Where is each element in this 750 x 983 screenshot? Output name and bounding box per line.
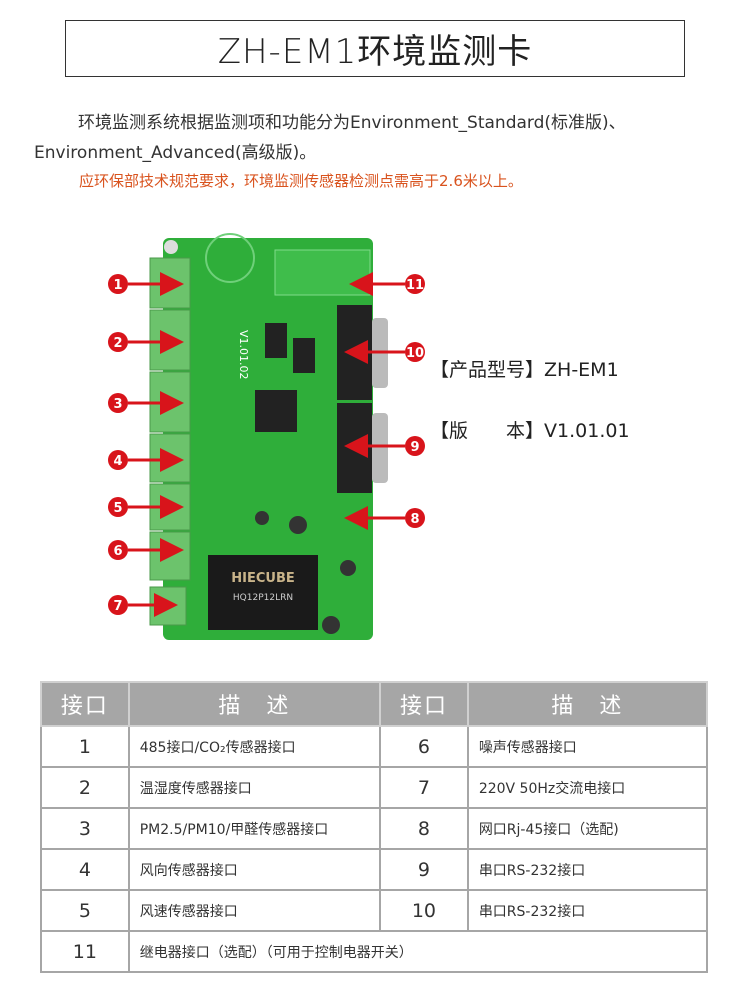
port-number: 8 — [379, 807, 469, 850]
version-info: 【版 本】V1.01.01 — [430, 416, 630, 443]
version-label: 【版 本】 — [430, 420, 545, 442]
svg-text:11: 11 — [406, 278, 424, 293]
svg-text:6: 6 — [113, 544, 122, 559]
svg-text:4: 4 — [113, 454, 122, 469]
version-value: V1.01.01 — [544, 420, 630, 442]
callout-9: 9 — [344, 434, 425, 458]
port-number: 7 — [379, 766, 469, 809]
requirement-note: 应环保部技术规范要求，环境监测传感器检测点需高于2.6米以上。 — [79, 172, 523, 190]
power-module — [208, 555, 318, 630]
callout-3: 3 — [108, 391, 184, 415]
callout-4: 4 — [108, 448, 184, 472]
db9-connectors — [337, 305, 388, 493]
port-number: 11 — [40, 930, 130, 973]
svg-text:3: 3 — [113, 397, 122, 412]
svg-text:HIECUBE: HIECUBE — [231, 571, 294, 586]
svg-text:2: 2 — [113, 336, 122, 351]
callout-11: 11 — [349, 272, 425, 296]
intro-text: 环境监测系统根据监测项和功能分为Environment_Standard(标准版… — [34, 113, 626, 163]
callout-8: 8 — [344, 506, 425, 530]
callout-7: 7 — [108, 593, 178, 617]
port-description: 网口Rj-45接口（选配) — [466, 807, 709, 850]
port-number: 9 — [379, 848, 469, 891]
port-number: 3 — [40, 807, 130, 850]
port-description: PM2.5/PM10/甲醛传感器接口 — [127, 807, 382, 850]
model-label: 【产品型号】 — [430, 359, 545, 381]
port-number: 10 — [379, 889, 469, 932]
port-number: 1 — [40, 725, 130, 768]
mcu-chip — [255, 390, 297, 432]
svg-text:1: 1 — [113, 278, 122, 293]
port-description: 风速传感器接口 — [127, 889, 382, 932]
header-port: 接口 — [40, 681, 130, 727]
table-header: 接口 描 述 接口 描 述 — [40, 681, 709, 727]
callout-1: 1 — [108, 272, 184, 296]
port-number: 2 — [40, 766, 130, 809]
port-number: 4 — [40, 848, 130, 891]
svg-text:5: 5 — [113, 501, 122, 516]
svg-text:9: 9 — [410, 440, 419, 455]
svg-text:V1.01.02: V1.01.02 — [237, 330, 250, 380]
port-description: 噪声传感器接口 — [466, 725, 709, 768]
header-port: 接口 — [379, 681, 469, 727]
terminal-blocks — [149, 257, 191, 626]
port-description: 220V 50Hz交流电接口 — [466, 766, 709, 809]
port-description: 串口RS-232接口 — [466, 889, 709, 932]
callout-5: 5 — [108, 495, 184, 519]
pcb — [163, 238, 373, 640]
callout-6: 6 — [108, 538, 184, 562]
svg-text:HQ12P12LRN: HQ12P12LRN — [233, 593, 293, 603]
callout-2: 2 — [108, 330, 184, 354]
header-desc: 描 述 — [127, 681, 382, 727]
svg-text:7: 7 — [113, 599, 122, 614]
port-number: 6 — [379, 725, 469, 768]
model-value: ZH-EM1 — [544, 359, 619, 381]
port-number: 5 — [40, 889, 130, 932]
callout-10: 10 — [344, 340, 425, 364]
header-desc: 描 述 — [466, 681, 709, 727]
svg-text:10: 10 — [406, 346, 424, 361]
board-photo: HIECUBE HQ12P12LRN V1.01.02 1 2 3 4 5 6 7 8 9 10 1… — [108, 233, 425, 640]
port-description: 温湿度传感器接口 — [127, 766, 382, 809]
port-description: 串口RS-232接口 — [466, 848, 709, 891]
model-info: 【产品型号】ZH-EM1 — [430, 355, 619, 382]
svg-text:8: 8 — [410, 512, 419, 527]
page-title: ZH-EM1环境监测卡 — [65, 20, 685, 77]
port-description: 风向传感器接口 — [127, 848, 382, 891]
port-description: 485接口/CO₂传感器接口 — [127, 725, 382, 768]
port-description: 继电器接口（选配）（可用于控制电器开关） — [127, 930, 709, 973]
